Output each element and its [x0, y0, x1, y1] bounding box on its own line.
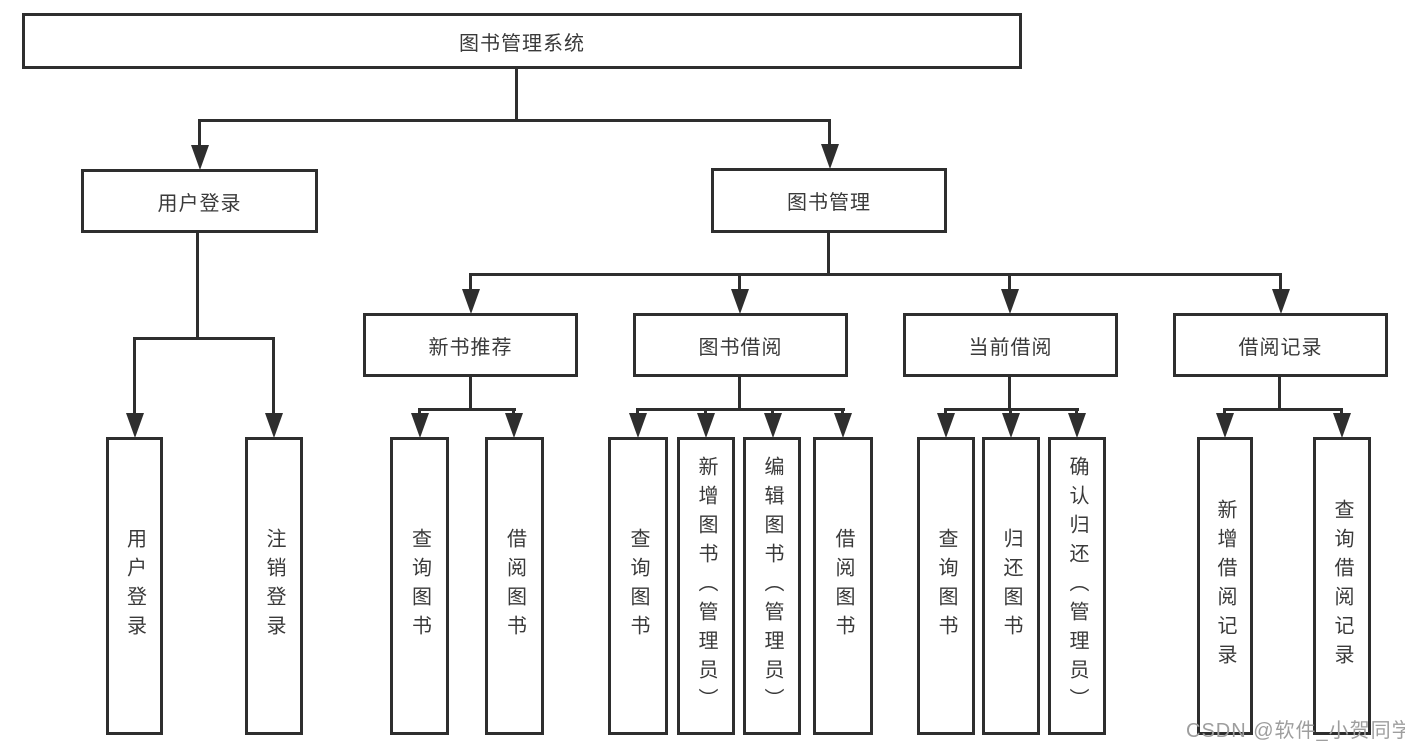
connector-line	[469, 273, 1282, 276]
connector-line	[944, 408, 947, 417]
connector-line	[515, 69, 518, 122]
arrowhead-down-icon	[834, 413, 852, 438]
node-label: 用户登录	[157, 192, 242, 215]
node-label: 新书推荐	[428, 336, 513, 359]
node-label: 编辑图书（管理员）	[761, 455, 783, 717]
connector-line	[1008, 377, 1011, 410]
arrowhead-down-icon	[1068, 413, 1086, 438]
connector-line	[1278, 377, 1281, 410]
arrowhead-down-icon	[265, 413, 283, 438]
node-leaf-add-book-admin: 新增图书（管理员）	[677, 437, 735, 735]
node-user-login: 用户登录	[81, 169, 318, 233]
arrowhead-down-icon	[1216, 413, 1234, 438]
node-leaf-query-borrow-record: 查询借阅记录	[1313, 437, 1371, 735]
connector-line	[1223, 408, 1226, 417]
node-label: 查询图书	[408, 528, 431, 644]
connector-line	[738, 377, 741, 410]
node-label: 新增借阅记录	[1214, 499, 1236, 673]
node-label: 图书借阅	[698, 336, 783, 359]
node-label: 图书管理	[787, 192, 871, 214]
connector-line	[198, 119, 831, 122]
node-label: 归还图书	[1000, 528, 1022, 644]
node-leaf-query-books-borrow: 查询图书	[608, 437, 668, 735]
node-label: 注销登录	[263, 528, 285, 644]
node-label: 查询图书	[935, 528, 957, 644]
connector-line	[636, 408, 845, 411]
arrowhead-down-icon	[731, 289, 749, 314]
connector-line	[1009, 408, 1012, 417]
connector-line	[828, 119, 831, 147]
connector-line	[771, 408, 774, 417]
node-label: 查询图书	[627, 528, 649, 644]
connector-line	[418, 408, 421, 417]
connector-line	[1008, 273, 1011, 293]
arrowhead-down-icon	[697, 413, 715, 438]
node-label: 新增图书（管理员）	[695, 455, 717, 717]
connector-line	[198, 119, 201, 147]
arrowhead-down-icon	[1333, 413, 1351, 438]
connector-line	[1279, 273, 1282, 293]
connector-line	[738, 273, 741, 293]
arrowhead-down-icon	[126, 413, 144, 438]
node-borrow-records: 借阅记录	[1173, 313, 1388, 377]
arrowhead-down-icon	[1272, 289, 1290, 314]
node-label: 图书管理系统	[459, 32, 585, 55]
connector-line	[133, 337, 136, 417]
arrowhead-down-icon	[764, 413, 782, 438]
node-leaf-query-books-recommend: 查询图书	[390, 437, 449, 735]
connector-line	[469, 273, 472, 293]
arrowhead-down-icon	[821, 144, 839, 169]
connector-line	[418, 408, 516, 411]
arrowhead-down-icon	[1001, 289, 1019, 314]
node-leaf-query-books-current: 查询图书	[917, 437, 975, 735]
node-leaf-user-login: 用户登录	[106, 437, 163, 735]
connector-line	[133, 337, 275, 340]
node-label: 用户登录	[123, 528, 146, 644]
arrowhead-down-icon	[191, 145, 209, 170]
arrowhead-down-icon	[411, 413, 429, 438]
node-book-borrow: 图书借阅	[633, 313, 848, 377]
connector-line	[827, 233, 830, 275]
node-leaf-borrow-books: 借阅图书	[813, 437, 873, 735]
connector-line	[1340, 408, 1343, 417]
node-leaf-logout: 注销登录	[245, 437, 303, 735]
node-new-book-recommend: 新书推荐	[363, 313, 578, 377]
connector-line	[196, 233, 199, 340]
arrowhead-down-icon	[505, 413, 523, 438]
node-leaf-edit-book-admin: 编辑图书（管理员）	[743, 437, 801, 735]
connector-line	[1075, 408, 1078, 417]
node-current-borrow: 当前借阅	[903, 313, 1118, 377]
arrowhead-down-icon	[937, 413, 955, 438]
node-leaf-add-borrow-record: 新增借阅记录	[1197, 437, 1253, 735]
connector-line	[272, 337, 275, 417]
node-library-system: 图书管理系统	[22, 13, 1022, 69]
arrowhead-down-icon	[1002, 413, 1020, 438]
arrowhead-down-icon	[629, 413, 647, 438]
node-label: 借阅图书	[832, 528, 854, 644]
node-label: 借阅记录	[1238, 336, 1323, 359]
node-leaf-confirm-return-admin: 确认归还（管理员）	[1048, 437, 1106, 735]
node-leaf-return-books: 归还图书	[982, 437, 1040, 735]
connector-line	[704, 408, 707, 417]
connector-line	[512, 408, 515, 417]
csdn-watermark: CSDN @软件_小贺同学	[1186, 720, 1405, 742]
node-label: 确认归还（管理员）	[1066, 455, 1088, 717]
node-book-management: 图书管理	[711, 168, 947, 233]
node-leaf-borrow-books-recommend: 借阅图书	[485, 437, 544, 735]
node-label: 当前借阅	[968, 336, 1053, 359]
node-label: 查询借阅记录	[1331, 499, 1353, 673]
arrowhead-down-icon	[462, 289, 480, 314]
connector-line	[636, 408, 639, 417]
connector-line	[841, 408, 844, 417]
node-label: 借阅图书	[503, 528, 526, 644]
connector-line	[469, 377, 472, 410]
connector-line	[1223, 408, 1343, 411]
